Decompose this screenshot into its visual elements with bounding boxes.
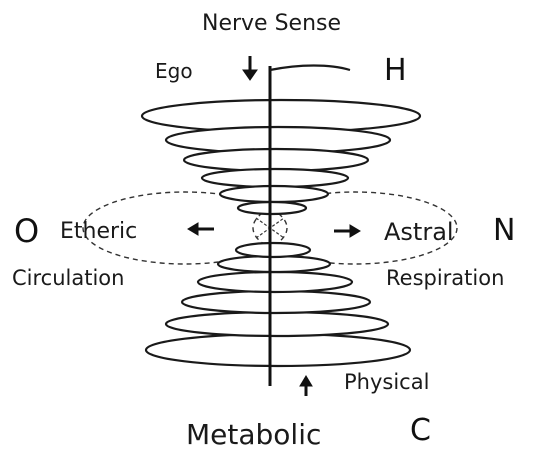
top-hook bbox=[269, 64, 351, 72]
label-nerve-sense: Nerve Sense bbox=[202, 11, 341, 36]
label-o: O bbox=[14, 212, 39, 250]
etheric-arrow bbox=[187, 222, 214, 236]
label-astral: Astral bbox=[384, 218, 454, 246]
label-respiration: Respiration bbox=[386, 266, 504, 290]
label-n: N bbox=[493, 213, 515, 248]
lower-vortex-coil bbox=[144, 332, 412, 368]
label-metabolic: Metabolic bbox=[186, 418, 321, 451]
label-c: C bbox=[410, 413, 431, 448]
label-h: H bbox=[384, 53, 407, 88]
lower-vortex-coil bbox=[164, 310, 390, 338]
upper-vortex-coil bbox=[236, 200, 308, 216]
lemniscate-dashed bbox=[82, 191, 458, 265]
lower-vortex-coil bbox=[234, 241, 312, 259]
lower-vortex-coil bbox=[180, 289, 372, 315]
lower-vortex-coil bbox=[216, 254, 332, 274]
ego-arrow bbox=[242, 56, 258, 81]
astral-arrow bbox=[334, 224, 361, 238]
label-etheric: Etheric bbox=[60, 219, 137, 244]
lower-vortex bbox=[144, 241, 412, 368]
label-physical: Physical bbox=[344, 370, 429, 394]
upper-vortex-coil bbox=[200, 167, 350, 189]
physical-arrow bbox=[299, 375, 313, 396]
upper-vortex-coil bbox=[182, 147, 370, 173]
lower-vortex-coil bbox=[196, 270, 354, 294]
upper-vortex-coil bbox=[218, 184, 330, 204]
label-ego: Ego bbox=[155, 59, 193, 83]
label-circulation: Circulation bbox=[12, 266, 124, 290]
upper-vortex bbox=[140, 98, 422, 216]
